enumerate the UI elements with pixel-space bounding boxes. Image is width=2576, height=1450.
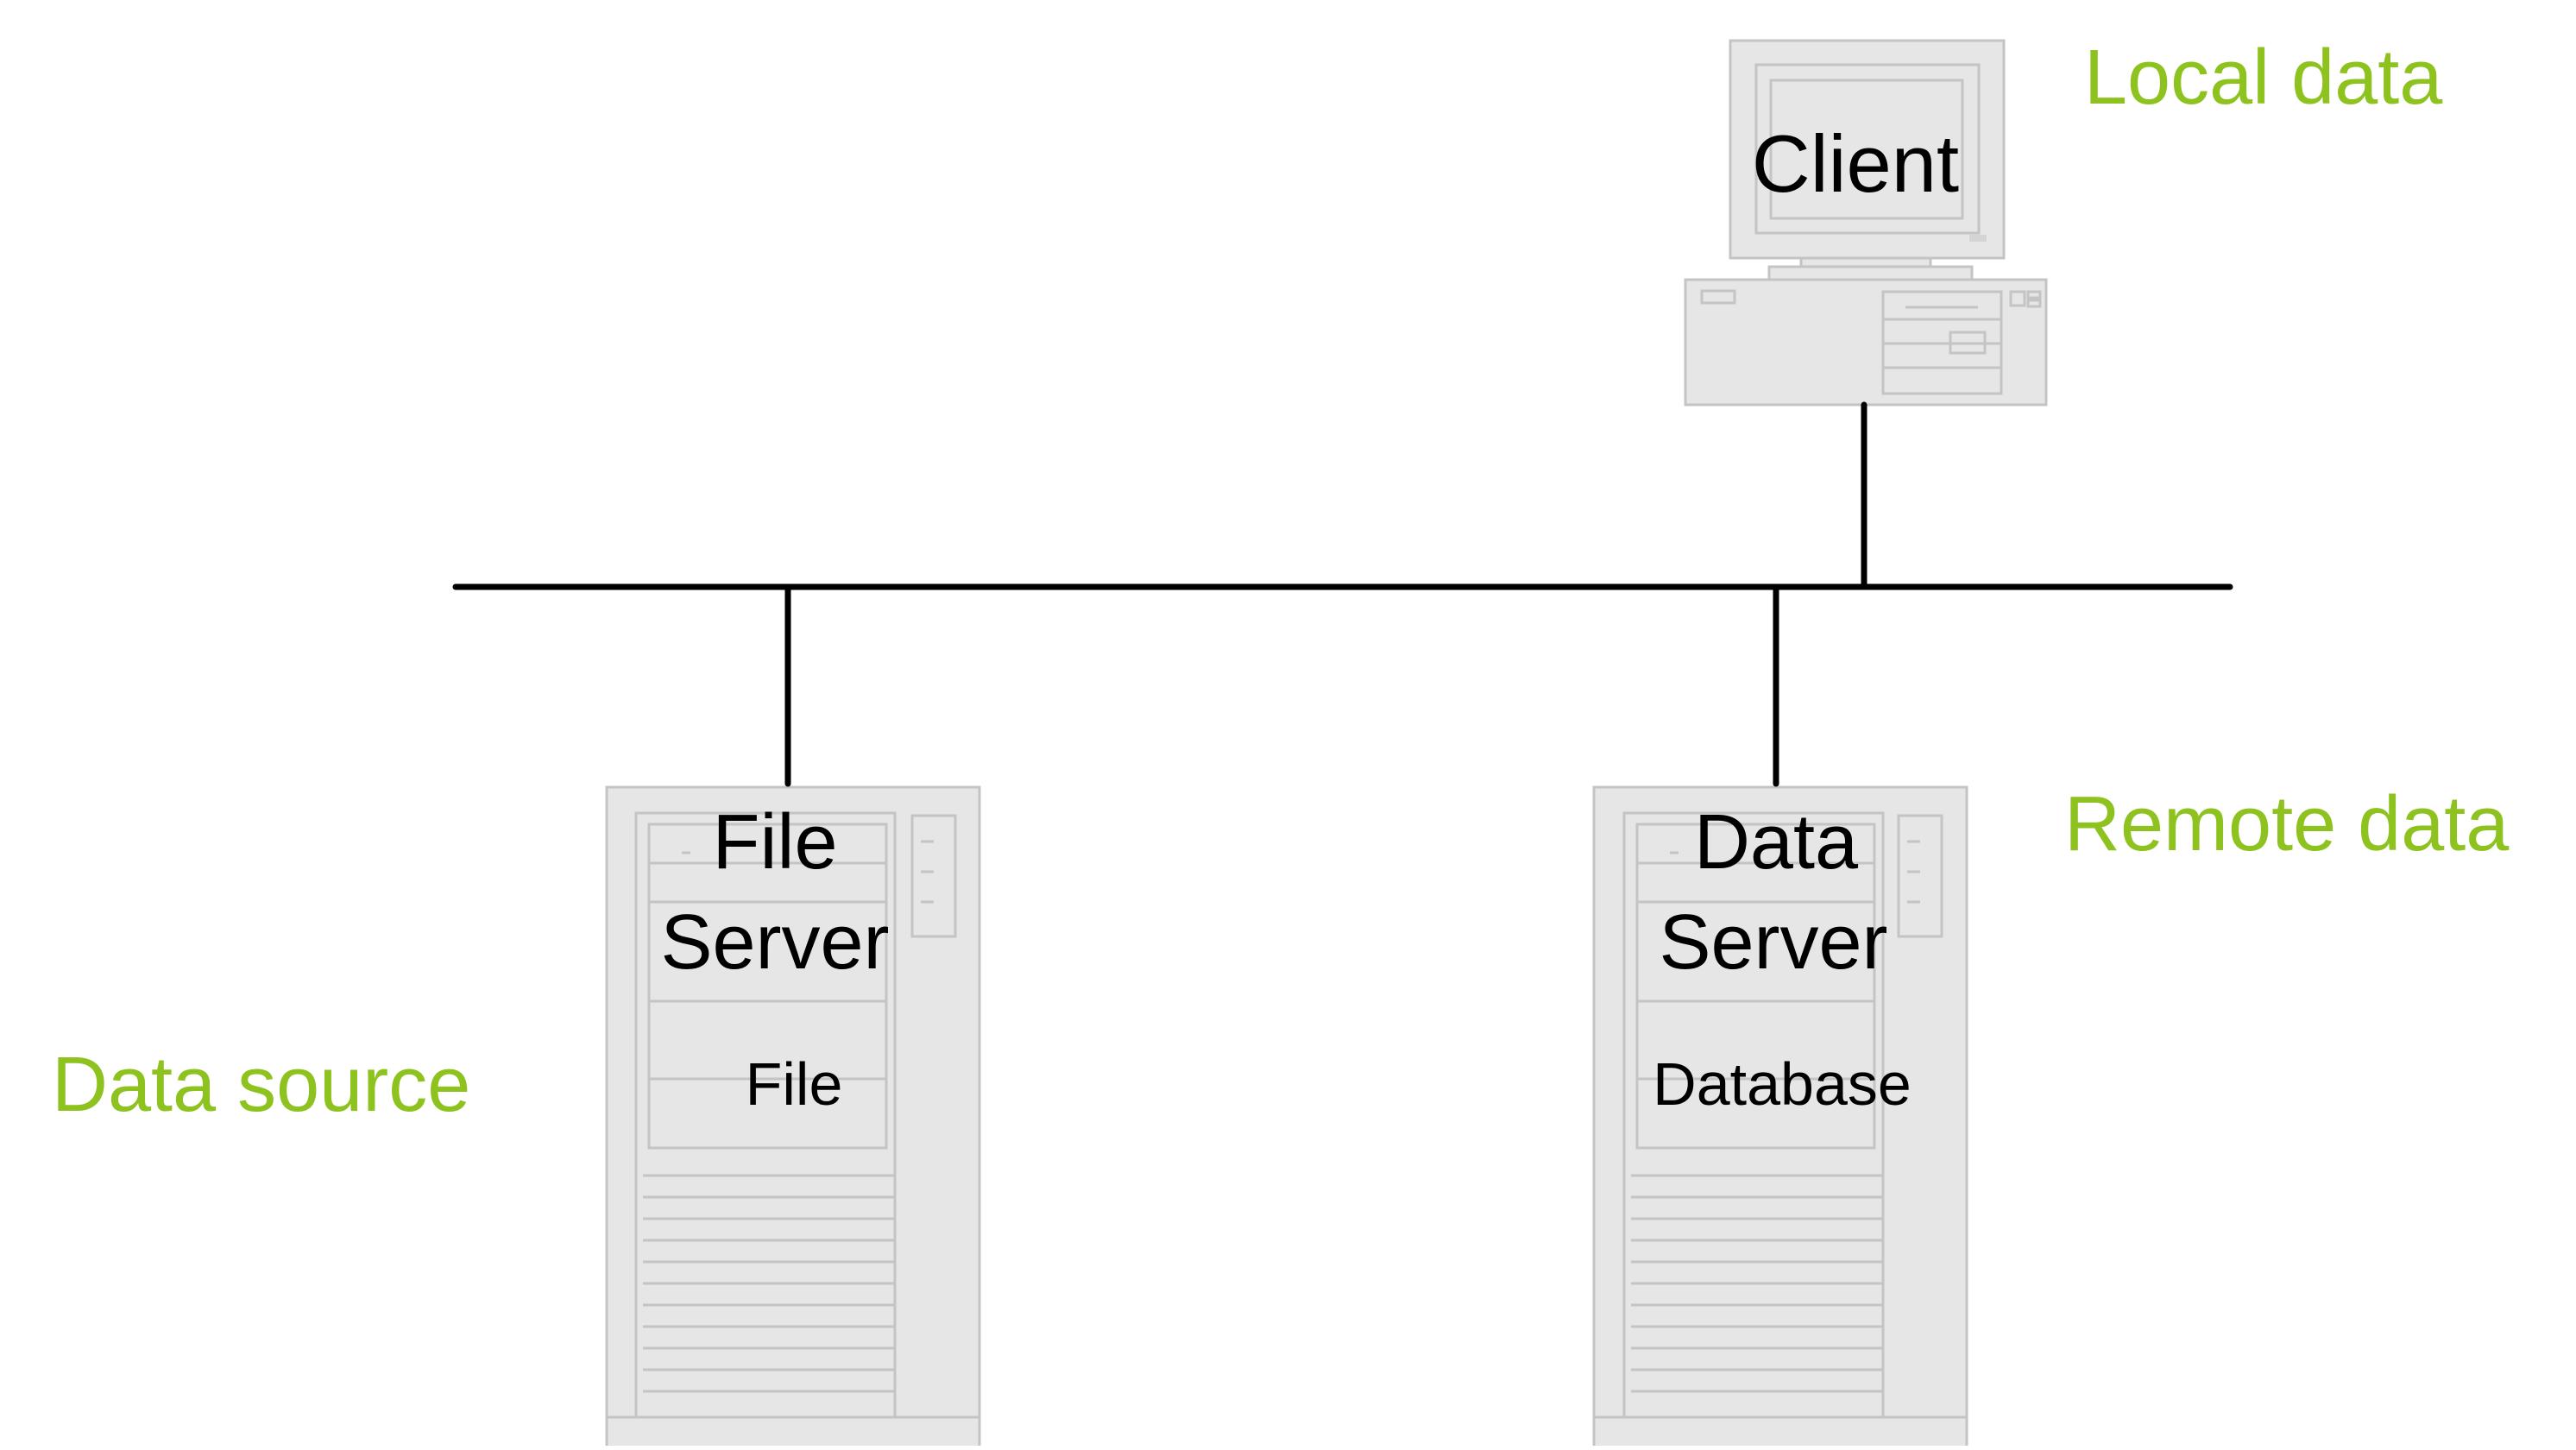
file-server-label-line2: Server — [660, 899, 889, 986]
tower-body — [1592, 785, 1968, 1450]
client-computer-icon — [1684, 39, 2048, 407]
tower-bay-block — [1635, 823, 1876, 1150]
tower-bay-block — [647, 823, 888, 1150]
monitor-bezel — [1754, 63, 1981, 235]
database-content-label: Database — [1653, 1050, 1912, 1118]
power-button — [2009, 290, 2026, 307]
data-server-label-line1: Data — [1694, 799, 1859, 886]
tower-vents — [1631, 1174, 1883, 1393]
monitor-outer — [1729, 39, 2006, 260]
drive-button — [1949, 331, 1987, 355]
file-content-label: File — [746, 1050, 843, 1118]
data-server-tower-icon — [1592, 785, 1968, 1450]
monitor-led — [1969, 235, 1987, 242]
file-server-label-line1: File — [712, 799, 837, 886]
tower-body — [605, 785, 981, 1450]
case-slot — [1700, 289, 1736, 305]
remote-data-label: Remote data — [2064, 781, 2510, 867]
data-source-label: Data source — [52, 1042, 470, 1128]
client-label: Client — [1752, 118, 1959, 209]
tower-vents — [643, 1174, 895, 1393]
indicator — [2026, 299, 2042, 308]
local-data-label: Local data — [2084, 35, 2443, 121]
monitor-base — [1767, 265, 1974, 281]
monitor-screen — [1769, 79, 1964, 220]
file-server-tower-icon — [605, 785, 981, 1450]
network-lines — [452, 401, 2233, 787]
indicator — [2026, 290, 2042, 299]
data-server-label-line2: Server — [1659, 899, 1887, 986]
tower-side-panel — [1897, 814, 1943, 938]
tower-side-panel — [910, 814, 957, 938]
